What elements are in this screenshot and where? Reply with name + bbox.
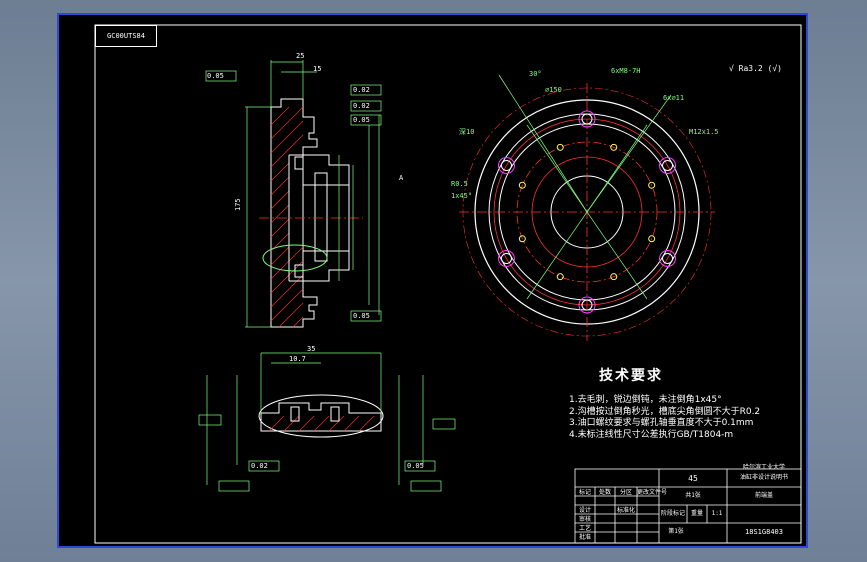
inner-frame <box>94 24 802 544</box>
outer-bolt-holes <box>497 110 677 314</box>
note-chamfer: 1x45° <box>451 192 473 200</box>
tb-weight: 重量 <box>690 510 703 517</box>
note-holes: 6xM8-7H <box>611 67 641 75</box>
tb-material: 45 <box>688 474 698 483</box>
detail-view <box>258 394 384 438</box>
outer-hole-ring <box>578 110 596 128</box>
tech-title: 技术要求 <box>599 368 663 384</box>
inner-hole <box>648 235 656 243</box>
tb-row-file: 更改文件号 <box>637 489 668 496</box>
tb-sheet-no: 第1张 <box>668 528 684 535</box>
tol-frame-2: 0.02 <box>353 86 370 94</box>
tol-frame-1: 0.05 <box>207 72 224 80</box>
cad-drawing <box>94 24 802 544</box>
tech-item-2: 2.沟槽按过倒角秒光，槽底尖角倒圆不大于R0.2 <box>569 406 761 417</box>
outer-hole-ring <box>578 296 596 314</box>
tech-item-1: 1.去毛刺，锐边倒钝，未注倒角1x45° <box>569 395 722 405</box>
note-holes-2: 6x∅11 <box>663 94 685 102</box>
outer-hole <box>500 160 512 171</box>
tb-school: 哈尔滨工业大学 <box>742 464 785 471</box>
tb-process: 工艺 <box>578 525 591 532</box>
outer-hole <box>581 299 593 311</box>
inner-threaded-holes <box>518 143 656 281</box>
detail-frame-1: 0.02 <box>251 462 268 470</box>
outer-hole-ring <box>659 250 677 267</box>
tol-frame-5: 0.05 <box>353 312 370 320</box>
datum-label: A <box>399 174 404 182</box>
outer-hole <box>662 160 674 171</box>
tb-review: 审核 <box>578 516 591 523</box>
note-thread: M12x1.5 <box>689 128 719 136</box>
dim-top-width: 25 <box>296 52 305 60</box>
inner-hole <box>556 143 564 151</box>
drawing-sheet: GC00UTS84 <box>57 13 808 548</box>
tol-frame-4: 0.05 <box>353 116 370 124</box>
note-radius: R0.5 <box>451 180 468 188</box>
outer-hole <box>581 113 593 125</box>
dim-bottom-small: 10.7 <box>289 355 306 363</box>
section-dimensions <box>205 60 382 328</box>
inner-hole <box>610 273 618 281</box>
section-view <box>259 98 363 328</box>
outer-hole-ring <box>497 157 515 174</box>
outer-hole <box>662 253 674 264</box>
tb-std: 标准化 <box>616 507 635 514</box>
tb-drawing-no: 18S1G8403 <box>745 528 783 536</box>
detail-frame-2: 0.05 <box>407 462 424 470</box>
technical-requirements: 技术要求 1.去毛刺，锐边倒钝，未注倒角1x45° 2.沟槽按过倒角秒光，槽底尖… <box>569 365 760 441</box>
tb-sheets: 共1张 <box>685 492 701 499</box>
title-block <box>574 468 802 544</box>
tol-frame-3: 0.02 <box>353 102 370 110</box>
tech-item-4: 4.未标注线性尺寸公差执行GB/T1804-m <box>569 429 734 440</box>
note-depth: 深10 <box>459 128 475 136</box>
note-pcd: ∅150 <box>545 86 562 94</box>
outer-hole-ring <box>659 157 677 174</box>
tb-scale: 1:1 <box>711 510 723 517</box>
front-view <box>459 74 715 341</box>
inner-hole <box>648 181 656 189</box>
tb-row-mark: 标记 <box>578 489 591 496</box>
drawing-code: GC00UTS84 <box>107 32 145 40</box>
note-angle: 30° <box>529 70 542 78</box>
detail-dimensions <box>198 352 456 492</box>
tb-row-zone: 分区 <box>619 489 632 496</box>
roughness-note: √ Ra3.2 (√) <box>729 64 782 73</box>
outer-hole-ring <box>497 250 515 267</box>
tb-design: 设计 <box>578 507 591 514</box>
tech-item-3: 3.油口螺纹要求与螺孔轴垂直度不大于0.1mm <box>569 418 754 428</box>
tb-part-name: 前端盖 <box>754 492 773 499</box>
tb-row-count: 处数 <box>598 489 611 496</box>
inner-hole <box>518 235 526 243</box>
dim-top-small: 15 <box>313 65 322 73</box>
tb-project: 油缸非设计说明书 <box>739 474 788 481</box>
inner-hole <box>518 181 526 189</box>
inner-hole <box>556 273 564 281</box>
outer-hole <box>500 253 512 264</box>
tb-approve: 批准 <box>578 534 591 541</box>
inner-hole <box>610 143 618 151</box>
tb-stage: 阶段标记 <box>660 510 685 517</box>
dim-bottom-width: 35 <box>307 345 316 353</box>
dim-diameter-big: 175 <box>234 198 242 211</box>
